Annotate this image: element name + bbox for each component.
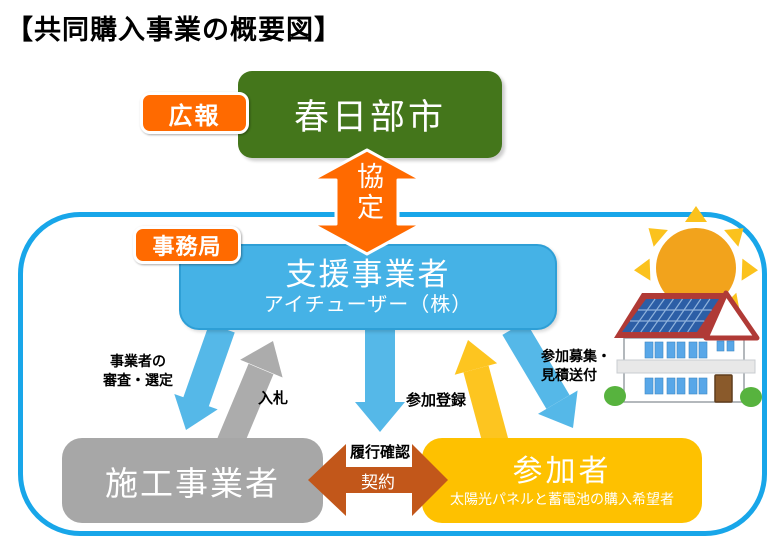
contract-arrow	[308, 444, 448, 516]
participants-box: 参加者 太陽光パネルと蓄電池の購入希望者	[422, 438, 702, 523]
city-label: 春日部市	[293, 98, 446, 137]
recruit-arrow	[502, 321, 578, 428]
support-operator-company: アイチューザー（株）	[263, 294, 473, 316]
construction-operator-box: 施工事業者	[62, 438, 323, 523]
support-operator-label: 支援事業者	[285, 257, 451, 292]
page-title: 【共同購入事業の概要図】	[6, 15, 342, 45]
participants-label: 参加者	[512, 454, 612, 488]
solar-house-scene	[604, 206, 762, 407]
registration-label: 参加登録	[406, 392, 467, 409]
bid-arrow	[217, 341, 283, 449]
participants-description: 太陽光パネルと蓄電池の購入希望者	[450, 490, 674, 507]
public-relations-tag: 広報	[140, 92, 249, 134]
agreement-arrow	[310, 148, 424, 256]
secretariat-tag: 事務局	[133, 226, 241, 264]
bush-icon	[604, 386, 626, 406]
review-arrow	[174, 323, 235, 430]
bid-label: 入札	[258, 390, 289, 407]
relation-arrows	[174, 321, 578, 451]
secretariat-label: 事務局	[152, 234, 222, 259]
agreement-label: 協定	[353, 162, 383, 224]
bush-icon	[740, 387, 762, 407]
recruit-quote-label: 参加募集・ 見積送付	[541, 348, 611, 383]
public-relations-label: 広報	[168, 102, 221, 130]
city-box: 春日部市	[238, 71, 502, 158]
registration-arrow	[454, 340, 510, 451]
contract-label: 契約	[361, 473, 395, 492]
construction-operator-label: 施工事業者	[105, 464, 280, 502]
review-selection-label: 事業者の 審査・選定	[103, 353, 173, 388]
fulfillment-arrow	[355, 328, 405, 432]
solar-house-icon	[604, 290, 762, 407]
fulfillment-check-label: 履行確認	[349, 444, 410, 461]
